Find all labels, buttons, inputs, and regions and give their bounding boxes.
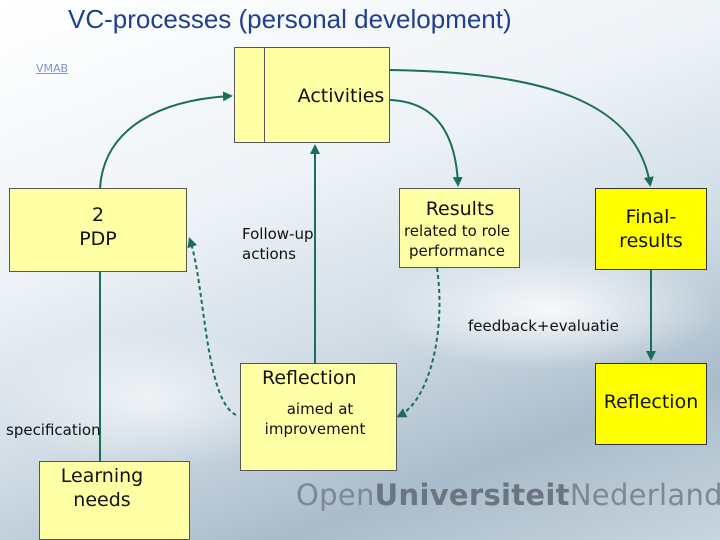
results-box [399,188,520,268]
specification-label: specification [6,421,101,439]
pdp-label-line1: 2 [91,204,105,226]
follow-up-label-line2: actions [242,245,296,263]
reflection-label: Reflection [262,367,357,389]
vmab-link[interactable]: VMAB [36,62,69,75]
follow-up-label-line1: Follow-up [242,225,314,243]
arrow-activities-to-results [389,99,463,187]
results-sub-line2: performance [408,242,506,260]
aimed-label-line2: improvement [264,420,366,438]
final-results-box [595,188,707,270]
aimed-label-line1: aimed at [286,400,354,418]
arrow-reflection-to-pdp [187,237,237,416]
pdp-box [9,188,187,272]
results-sub-line1: related to role [403,222,511,240]
reflection-right-label: Reflection [603,391,699,413]
arrow-results-to-reflection [396,267,441,418]
logo-part-nederland: Nederland [569,478,720,512]
logo-part-open: Open [296,478,375,512]
activities-label: Activities [297,85,385,107]
final-results-line1: Final- [625,206,677,228]
reflection-box [240,363,397,471]
pdp-label-line2: PDP [79,228,117,250]
feedback-label: feedback+evaluatie [468,317,619,335]
learning-needs-line1: Learning [60,465,144,487]
results-label: Results [425,198,495,220]
learning-needs-line2: needs [73,489,131,511]
reflection-right-box [595,363,707,445]
open-universiteit-logo: OpenUniversiteitNederland [296,478,720,512]
page-title: VC-processes (personal development) [68,4,512,34]
final-results-line2: results [619,230,683,252]
arrow-activities-to-final [389,69,654,187]
activities-box [234,47,390,143]
activities-box-divider [264,48,265,142]
logo-part-universiteit: Universiteit [374,478,570,512]
arrow-pdp-to-activities [99,91,233,189]
